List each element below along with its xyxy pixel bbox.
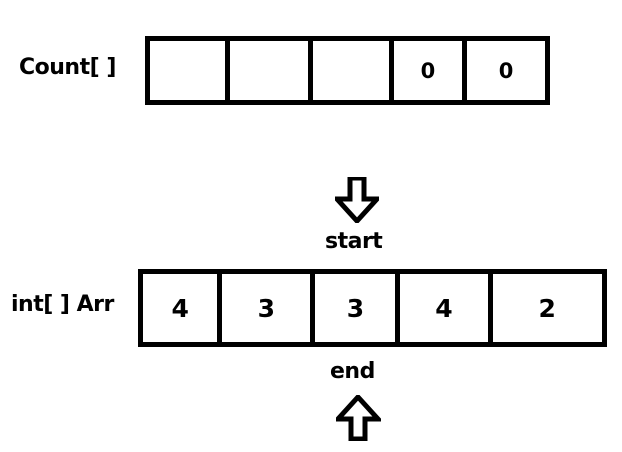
count-array: 0 0 (145, 36, 550, 105)
count-cell-2 (312, 41, 394, 100)
count-cell-1 (230, 41, 313, 100)
end-pointer-label: end (330, 359, 375, 384)
arrow-down-icon (335, 177, 379, 223)
arr-cell-3: 4 (400, 274, 493, 342)
arr-array-label: int[ ] Arr (11, 292, 114, 317)
count-cell-4: 0 (467, 41, 545, 100)
arr-array: 4 3 3 4 2 (138, 269, 607, 347)
start-pointer-label: start (325, 229, 383, 254)
arr-cell-0: 4 (143, 274, 223, 342)
count-array-label: Count[ ] (19, 55, 116, 80)
arrow-up-icon (336, 395, 381, 441)
count-cell-0 (150, 41, 230, 100)
arr-cell-1: 3 (222, 274, 316, 342)
arr-cell-2: 3 (315, 274, 401, 342)
arr-cell-4: 2 (492, 274, 602, 342)
count-cell-3: 0 (393, 41, 468, 100)
